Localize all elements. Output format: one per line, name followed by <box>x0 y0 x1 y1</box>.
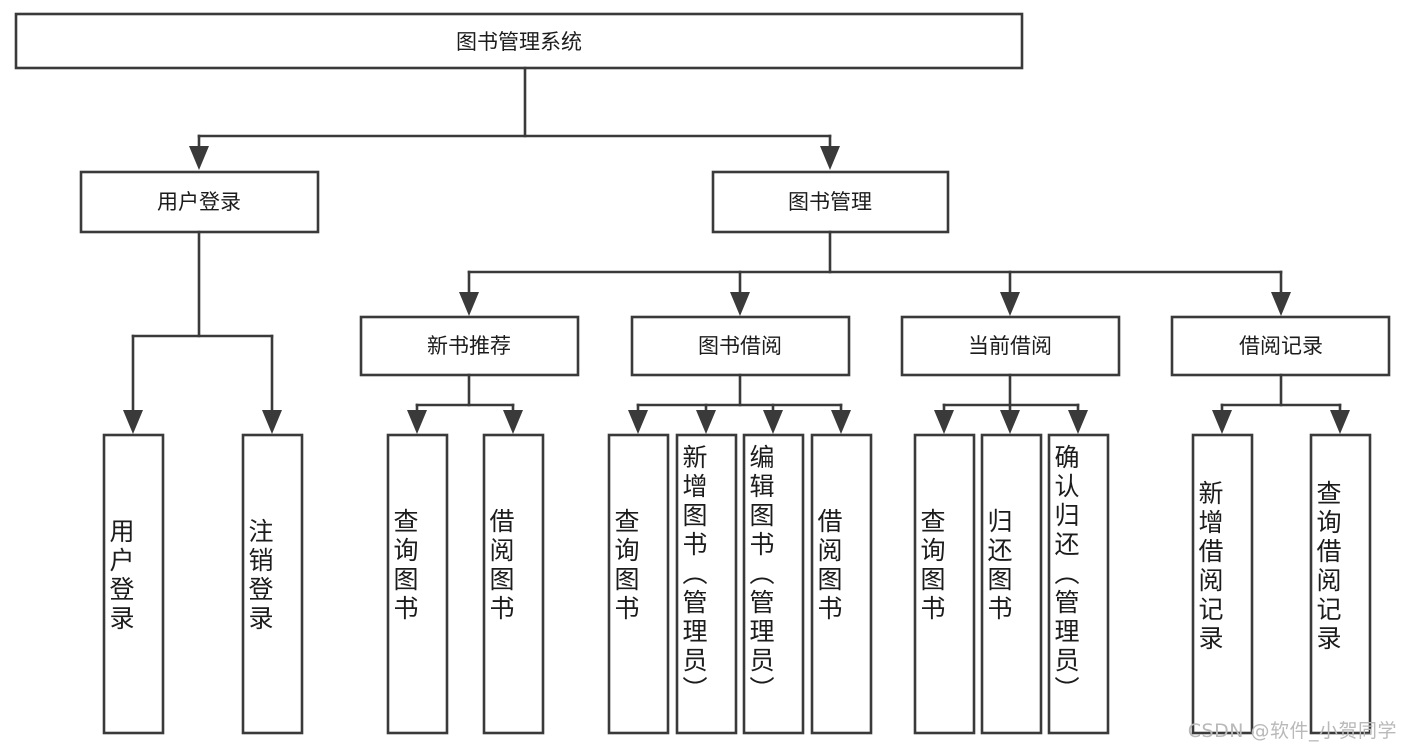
arrowhead-nbr-query-book <box>407 410 427 434</box>
node-current-borrow-label: 当前借阅 <box>968 334 1052 358</box>
arrowhead-cb-return-book <box>1000 410 1020 434</box>
node-leaf-bb-query-book[interactable] <box>607 433 670 735</box>
node-new-book-recommend-label: 新书推荐 <box>427 334 511 358</box>
arrowhead-book-mgmt <box>820 146 840 170</box>
node-current-borrow[interactable] <box>900 315 1121 377</box>
node-leaf-nbr-query-book[interactable] <box>386 433 449 735</box>
node-root[interactable] <box>14 12 1024 70</box>
arrowhead-current-borrow <box>1000 292 1020 316</box>
node-leaf-cb-confirm-return[interactable] <box>1047 433 1110 735</box>
arrowhead-nbr-borrow-book <box>503 410 523 434</box>
arrowhead-bb-borrow-book <box>831 410 851 434</box>
node-borrow-record-label: 借阅记录 <box>1239 334 1323 358</box>
node-leaf-nbr-borrow-book[interactable] <box>482 433 545 735</box>
node-root-label: 图书管理系统 <box>456 30 582 54</box>
arrowhead-book-borrow <box>730 292 750 316</box>
arrowhead-cb-confirm-return <box>1068 410 1088 434</box>
node-leaf-br-add-record[interactable] <box>1191 433 1254 735</box>
node-book-borrow[interactable] <box>630 315 851 377</box>
node-user-login-label: 用户登录 <box>157 190 241 214</box>
node-leaf-cb-return-book[interactable] <box>980 433 1043 735</box>
node-leaf-bb-add-book[interactable] <box>675 433 738 735</box>
arrowhead-bb-add-book <box>696 410 716 434</box>
arrowhead-cb-query-book <box>934 410 954 434</box>
arrowhead-br-query-record <box>1330 410 1350 434</box>
node-book-management[interactable] <box>711 170 950 234</box>
arrowhead-user-login <box>189 146 209 170</box>
node-borrow-record[interactable] <box>1170 315 1391 377</box>
node-book-borrow-label: 图书借阅 <box>698 334 782 358</box>
arrowhead-new-book-rec <box>459 292 479 316</box>
node-book-management-label: 图书管理 <box>788 190 872 214</box>
arrowhead-bb-query-book <box>628 410 648 434</box>
node-leaf-bb-edit-book[interactable] <box>742 433 805 735</box>
csdn-watermark: CSDN @软件_小贺同学 <box>1187 720 1397 742</box>
arrowhead-leaf-user-login <box>123 410 143 434</box>
arrowhead-br-add-record <box>1212 410 1232 434</box>
arrowhead-leaf-logout <box>262 410 282 434</box>
node-leaf-logout[interactable] <box>241 433 304 735</box>
node-leaf-br-query-record[interactable] <box>1309 433 1372 735</box>
arrowhead-borrow-record <box>1271 292 1291 316</box>
arrowhead-bb-edit-book <box>763 410 783 434</box>
node-leaf-user-login[interactable] <box>102 433 165 735</box>
node-leaf-bb-borrow-book[interactable] <box>810 433 873 735</box>
node-new-book-recommend[interactable] <box>359 315 580 377</box>
node-leaf-cb-query-book[interactable] <box>913 433 976 735</box>
